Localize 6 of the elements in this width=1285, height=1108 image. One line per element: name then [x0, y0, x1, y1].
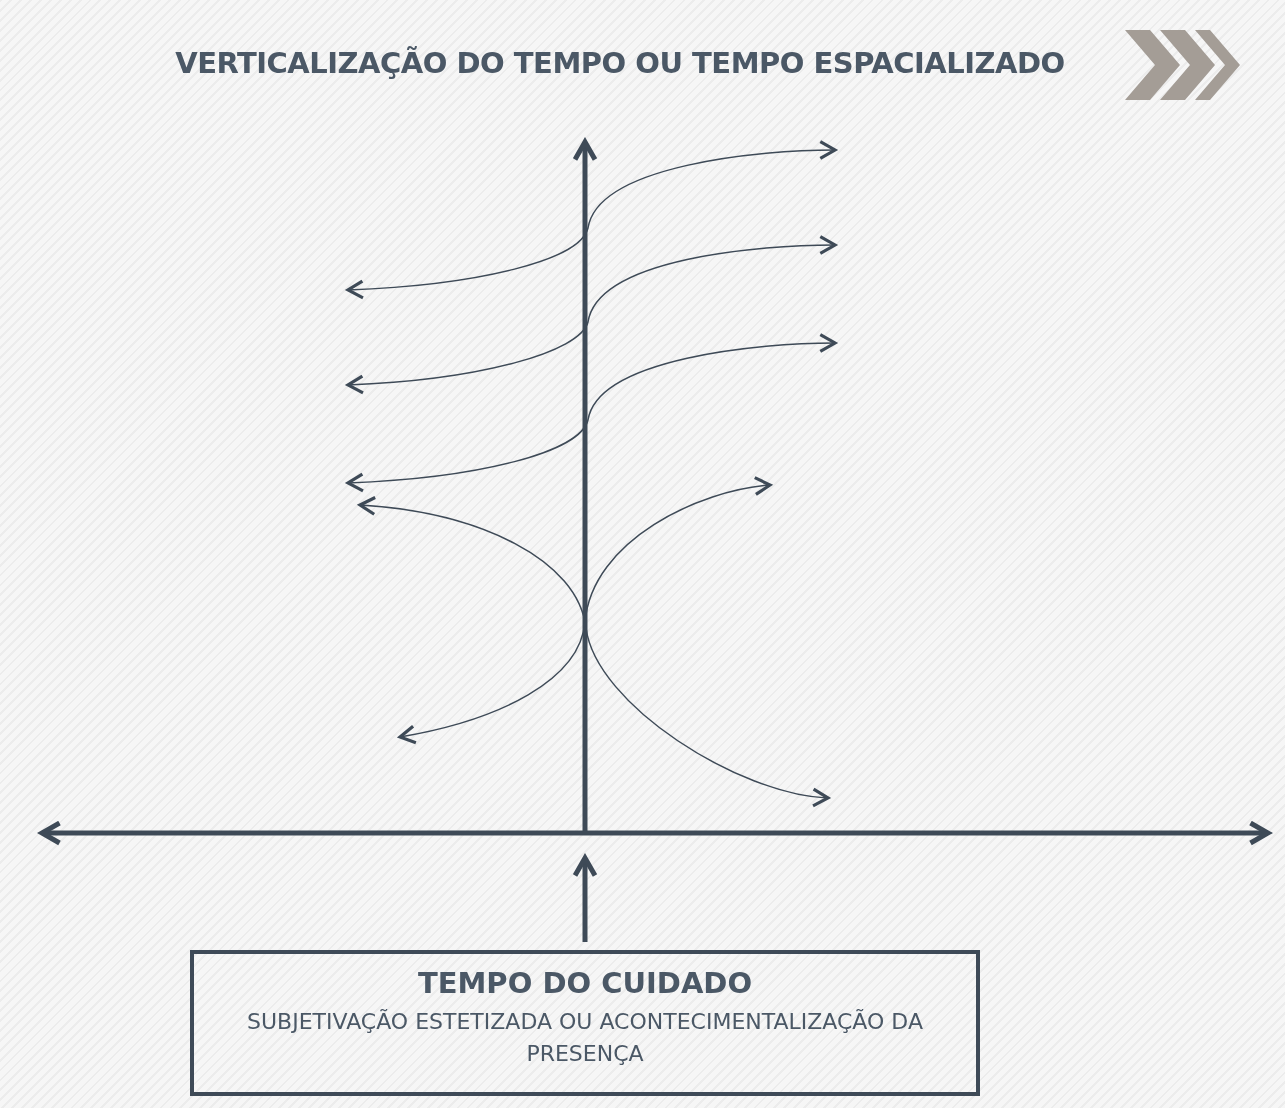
- axes-drawing: [39, 139, 1271, 846]
- box-heading: TEMPO DO CUIDADO: [417, 966, 753, 1000]
- box-text: SUBJETIVAÇÃO ESTETIZADA OU ACONTECIMENTALIZAÇÃO DA PRESENÇA: [246, 1008, 924, 1068]
- text-box: [190, 950, 980, 1096]
- diagram-title: VERTICALIZAÇÃO DO TEMPO OU TEMPO ESPACIALIZADO: [174, 46, 1066, 80]
- arrow: [572, 855, 598, 942]
